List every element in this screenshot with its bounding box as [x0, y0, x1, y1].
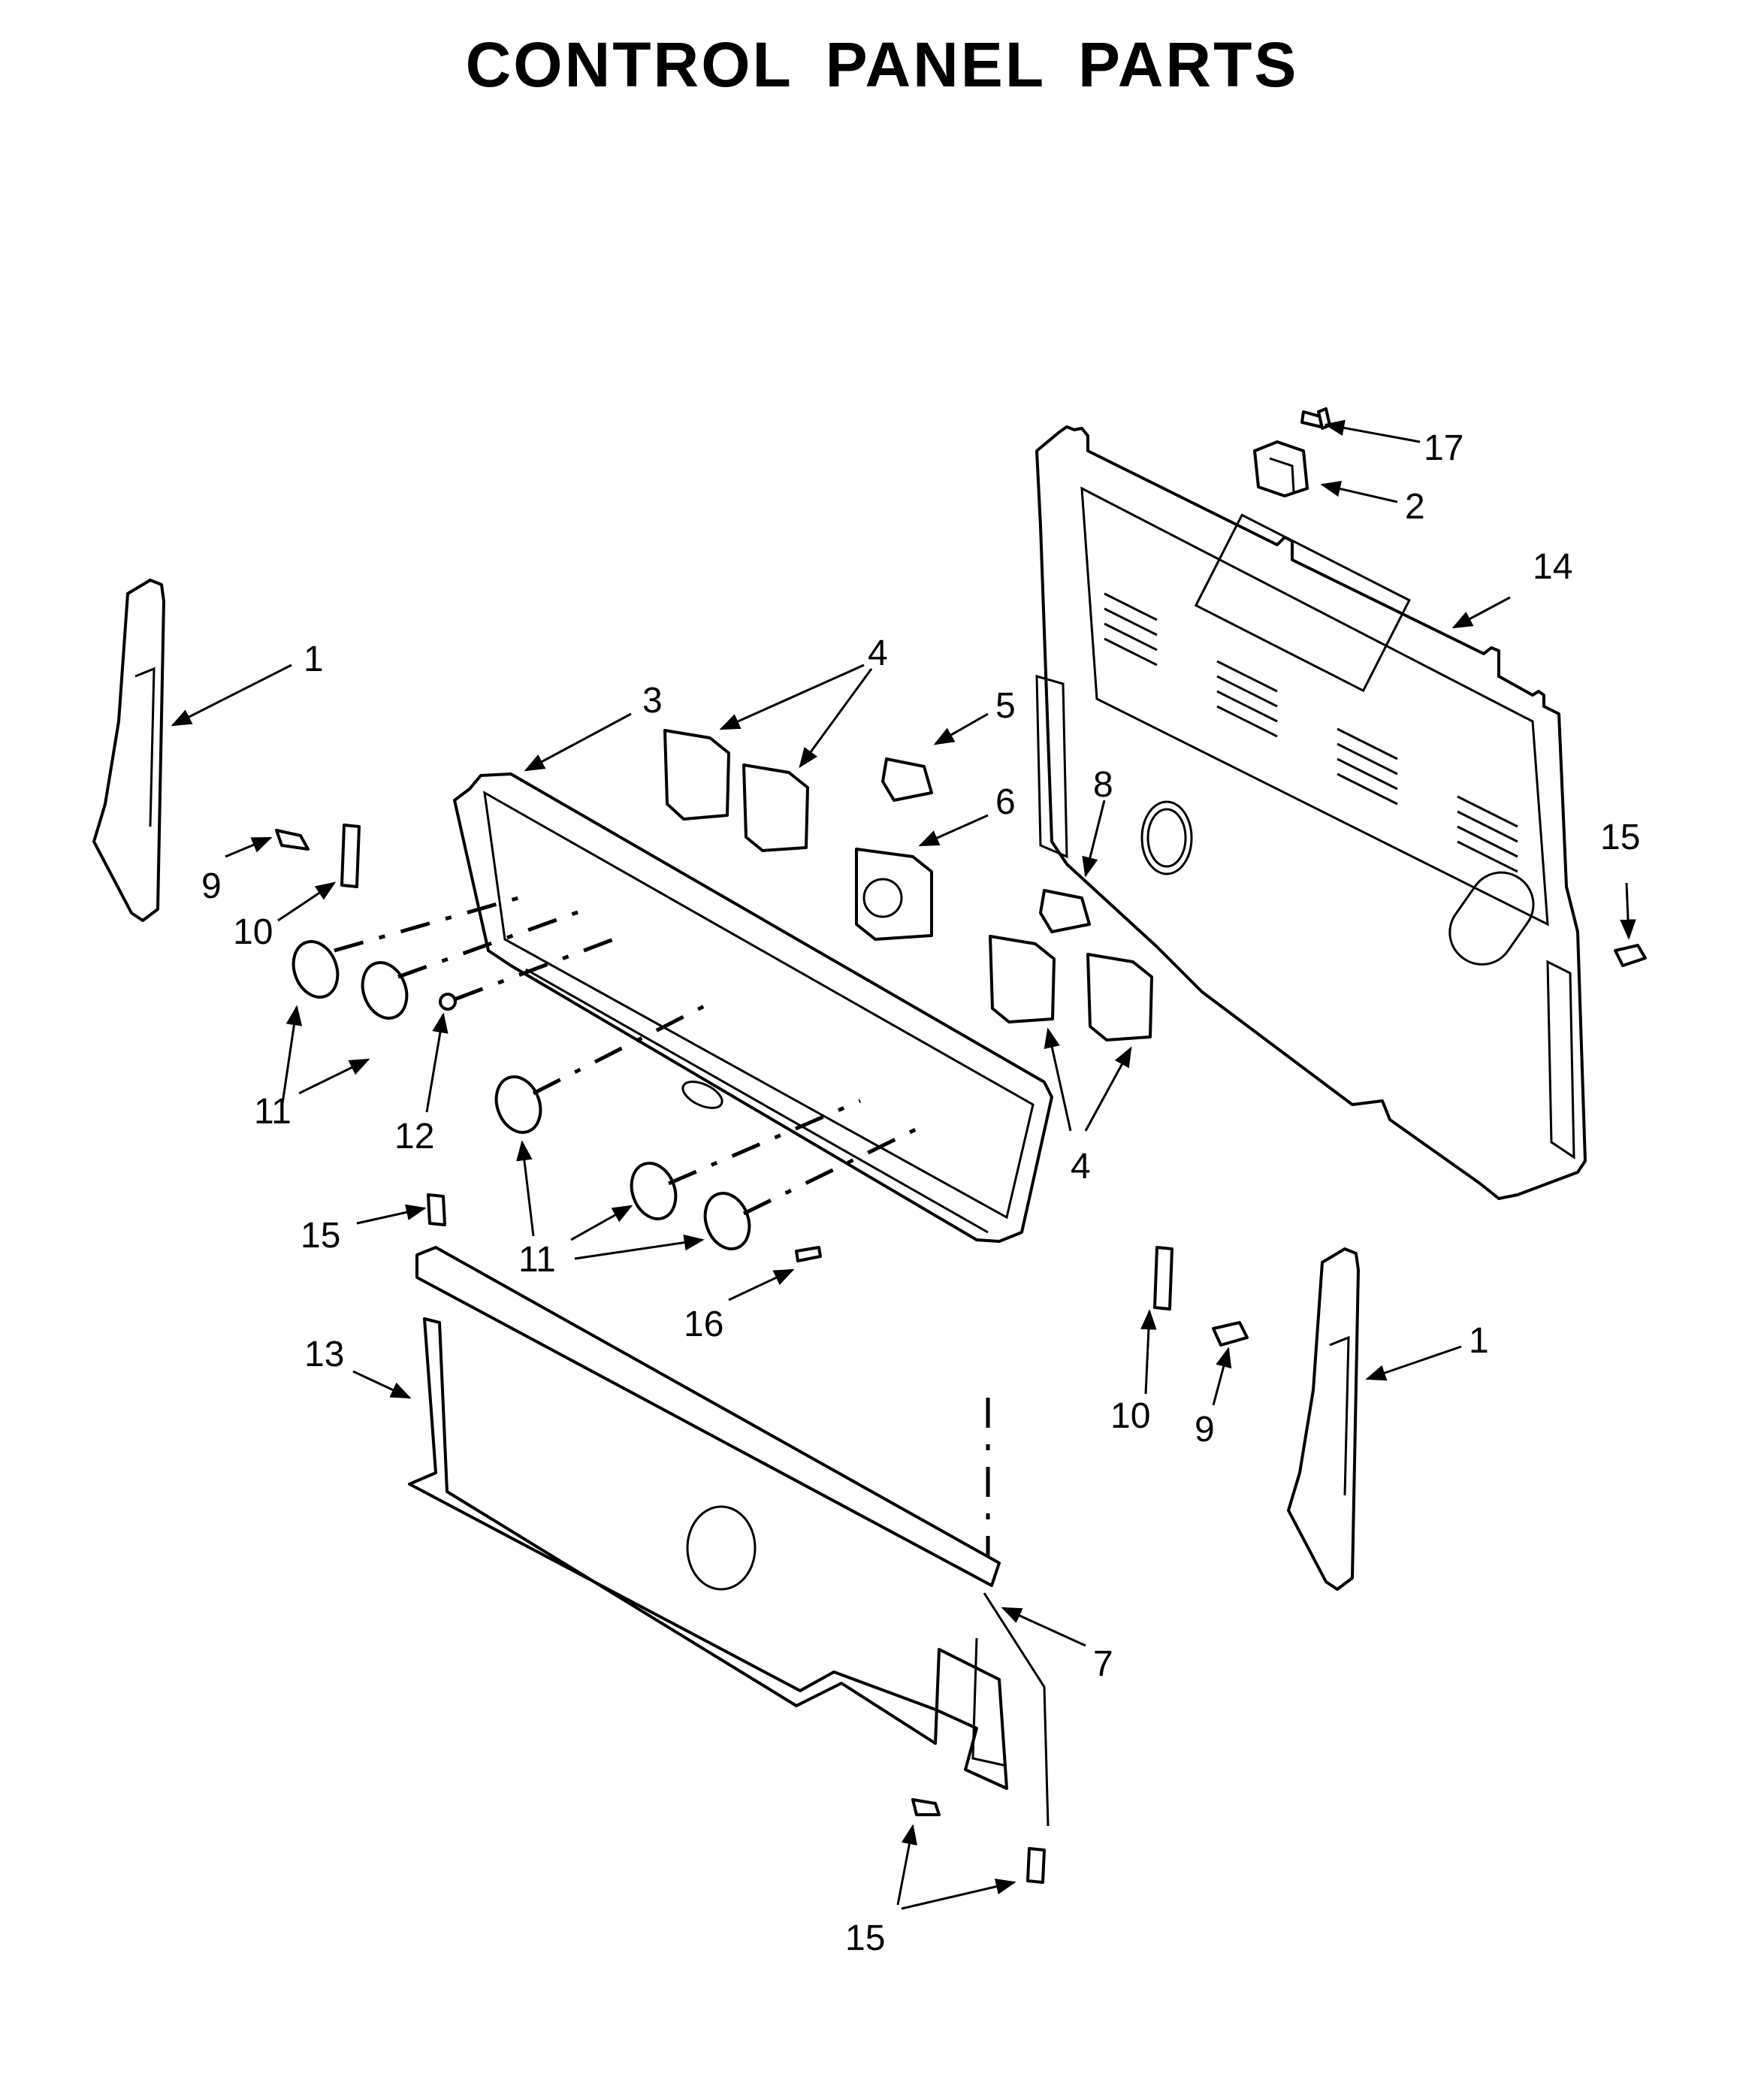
- infinite-switch-part-4: [663, 729, 1153, 1041]
- callout-15-bottom: 15: [845, 1918, 885, 1958]
- screw-part-9: [275, 829, 1249, 1347]
- timer-part-6: [855, 848, 933, 941]
- callout-11-center: 11: [518, 1240, 556, 1280]
- page-title: CONTROL PANEL PARTS: [465, 29, 1299, 100]
- screw-part-15: [427, 944, 1647, 1884]
- assembly-lines: [334, 896, 990, 1578]
- screw-part-17: [1300, 407, 1331, 430]
- callout-15-left: 15: [301, 1216, 340, 1256]
- callout-1-right: 1: [1469, 1321, 1489, 1361]
- switch-part-8: [1039, 889, 1091, 933]
- callout-16: 16: [684, 1304, 723, 1344]
- trim-bar-part-7: [415, 1246, 1050, 1827]
- switch-part-5: [881, 757, 933, 802]
- bracket-part-2: [1253, 440, 1309, 497]
- lower-panel-part-13: [408, 1317, 1008, 1790]
- knob-part-11: [291, 940, 751, 1250]
- callout-9-left: 9: [201, 866, 222, 906]
- callout-11-left: 11: [254, 1092, 291, 1132]
- callout-6: 6: [995, 782, 1016, 822]
- callout-10-left: 10: [233, 912, 273, 952]
- callout-5: 5: [995, 686, 1016, 726]
- callout-15-right: 15: [1600, 818, 1640, 857]
- callout-2: 2: [1405, 487, 1425, 527]
- callout-7: 7: [1093, 1644, 1113, 1684]
- control-panel-part-3: [453, 772, 1053, 1243]
- side-bracket-part-1: [92, 579, 1360, 1591]
- callout-13: 13: [304, 1335, 344, 1374]
- screw-part-16: [795, 1246, 822, 1262]
- callout-8: 8: [1093, 765, 1113, 805]
- clip-part-10: [340, 824, 1173, 1311]
- callout-1-left: 1: [304, 639, 324, 679]
- callout-10-right: 10: [1110, 1396, 1150, 1436]
- callout-9-right: 9: [1195, 1410, 1215, 1450]
- callout-12: 12: [394, 1117, 434, 1156]
- screw-part-12: [439, 993, 457, 1011]
- callout-4-bottom: 4: [1071, 1147, 1091, 1187]
- callout-4-top: 4: [868, 633, 888, 673]
- callout-labels: 1 1 2 3 4 4 5 6 7 8 9 9 10 10 11 11 11 1…: [201, 428, 1640, 1958]
- leader-arrows: [171, 419, 1636, 1910]
- callout-17: 17: [1424, 428, 1463, 468]
- callout-3: 3: [642, 681, 663, 721]
- callout-14: 14: [1533, 547, 1572, 587]
- rear-panel-part-14: [1035, 425, 1587, 1200]
